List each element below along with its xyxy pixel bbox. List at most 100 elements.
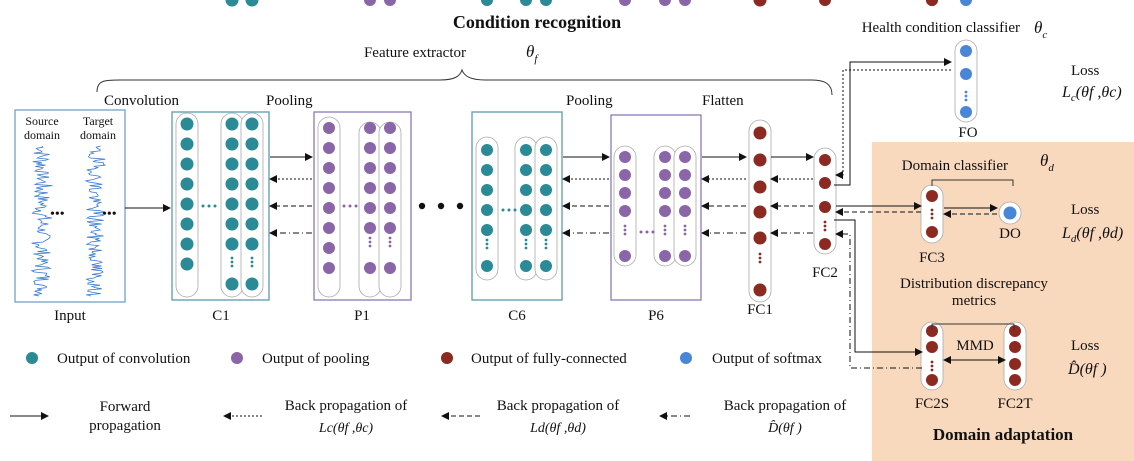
input-ellipsis-2: ••• [102,207,117,222]
node-ellipsis [623,232,627,236]
diagram-title: Condition recognition [453,12,621,32]
p1-column-1-node [323,142,335,154]
c1-column-2-node [225,237,239,251]
node-ellipsis [230,264,234,268]
fc2t-column-node [1009,374,1021,386]
legend-conv-dot [26,352,38,364]
node-ellipsis [964,90,968,94]
c1-column-3-node [245,197,259,211]
c6-column-3-node [540,204,552,216]
node-ellipsis [524,242,528,246]
fc2s-column-node [926,374,938,386]
node-ellipsis [250,260,254,264]
fc2-column-node [819,238,831,250]
p1-column-3-node [384,222,396,234]
health-classifier-label: Health condition classifier [862,20,1020,36]
c1-column-3-node [245,177,259,191]
p6-column-2-node [659,187,671,199]
pooling-label-2: Pooling [566,93,613,109]
c1-column-1-node [180,137,194,151]
p1-column-1-node [323,182,335,194]
flatten-label: Flatten [702,93,744,109]
c1-column-1-node [180,197,194,211]
fc2-column-node [819,154,831,166]
node-ellipsis [663,232,667,236]
target-domain-label-1: Target [83,114,114,128]
fc2t-label: FC2T [997,396,1032,412]
c6-column-1-node [481,164,493,176]
c6-column-2-node [520,144,532,156]
p6-column-3 [673,0,697,267]
fc2s-column-node [926,341,938,353]
c6-ellipsis [501,208,505,212]
mmd-label: MMD [956,338,994,354]
domain-classifier-bracket [931,179,1014,186]
c1-column-3-node [245,277,259,291]
c1-column-1-node [180,117,194,131]
input-label: Input [54,308,86,324]
p6-column-3-node [679,169,691,181]
node-ellipsis [663,228,667,232]
p1-column-3-node [384,182,396,194]
c6-column-1-node [481,224,493,236]
c6-column-2-node [520,164,532,176]
fo-column [954,0,978,123]
fc1-column-node [753,283,767,297]
skip-dot-3 [456,202,464,210]
fc2-column [813,0,837,255]
c6-column-1-node [481,260,493,272]
legend-bp-d-label-2: D̂(θf ) [767,420,802,436]
p1-ellipsis [348,204,352,208]
legend-forward-label-1: Forward [100,399,151,415]
input-box [14,109,126,303]
convolution-label: Convolution [104,93,180,109]
p6-column-2-node [659,151,671,163]
legend-pool-dot [231,352,243,364]
node-ellipsis [823,224,827,228]
p6-column-2-node [659,169,671,181]
c1-column-3-node [245,117,259,131]
p1-column-1-node [323,122,335,134]
fc1-column [748,0,772,303]
c1-column-3-node [245,217,259,231]
p6-column-1 [613,0,637,267]
c1-column-2-node [225,117,239,131]
p6-column-1-node [619,0,631,6]
c1-column-1-node [180,257,194,271]
domain-classifier-label: Domain classifier [902,158,1008,174]
p6-column-2-node [659,0,671,6]
distribution-label-2: metrics [952,293,996,309]
target-signal [84,145,107,297]
node-ellipsis [930,368,934,372]
fc3-column-node [926,190,938,202]
p6-column-1-node [619,169,631,181]
theta-c-symbol: θc [1034,18,1047,41]
c6-column-1-node [481,0,493,6]
fc1-label: FC1 [747,302,773,318]
fc1-column-node [753,0,767,7]
node-ellipsis [485,238,489,242]
source-domain-label-2: domain [24,128,60,142]
node-ellipsis [388,244,392,248]
legend-bp-ld-label-2: Ld(θf ,θd) [529,421,586,436]
p1-label: P1 [354,308,370,324]
c6-label: C6 [508,308,526,324]
c1-column-3-node [245,237,259,251]
node-ellipsis [683,232,687,236]
fc3-column-node [926,226,938,238]
node-ellipsis [388,240,392,244]
distribution-label-1: Distribution discrepancy [900,276,1048,292]
p1-column-1-node [323,262,335,274]
c6-column-3-node [540,164,552,176]
fc1-column-node [753,180,767,194]
c6-column-3-node [540,184,552,196]
p6-column-1-node [619,187,631,199]
c6-column-3 [534,0,558,281]
source-signal [30,145,53,297]
c6-column-2-node [520,224,532,236]
p1-column-3-node [384,142,396,154]
p6-column-3-node [679,205,691,217]
p6-column-3-node [679,187,691,199]
input-ellipsis-1: ••• [50,207,65,222]
fc2s-column-node [926,0,938,6]
